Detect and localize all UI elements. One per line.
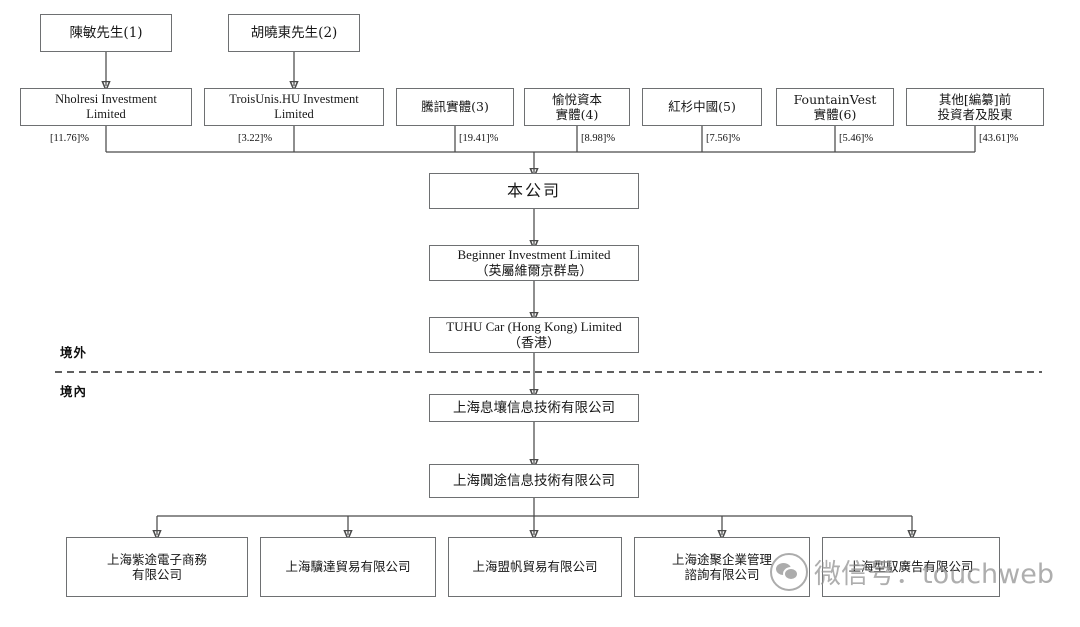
node-shanghai-xirang[interactable]: 上海息壤信息技術有限公司	[429, 394, 639, 422]
node-individual-chen-min[interactable]: 陳敏先生(1)	[40, 14, 172, 52]
zone-label-onshore: 境內	[60, 384, 88, 399]
node-tuhu-car-hk[interactable]: TUHU Car (Hong Kong) Limited （香港）	[429, 317, 639, 353]
node-beginner-investment[interactable]: Beginner Investment Limited （英屬維爾京群島）	[429, 245, 639, 281]
percent-fountainvest: [5.46]%	[839, 133, 874, 144]
node-shareholder-nholresi[interactable]: Nholresi Investment Limited	[20, 88, 192, 126]
node-individual-hu-xiaodong[interactable]: 胡曉東先生(2)	[228, 14, 360, 52]
zone-label-offshore: 境外	[60, 345, 88, 360]
percent-troisunis-hu: [3.22]%	[238, 133, 273, 144]
node-shareholder-joy-capital[interactable]: 愉悅資本 實體(4)	[524, 88, 630, 126]
node-shanghai-tuju[interactable]: 上海途聚企業管理 諮詢有限公司	[634, 537, 810, 597]
percent-joy-capital: [8.98]%	[581, 133, 616, 144]
node-shareholder-tencent[interactable]: 騰訊實體(3)	[396, 88, 514, 126]
node-shanghai-zitu[interactable]: 上海紫途電子商務 有限公司	[66, 537, 248, 597]
node-shareholder-sequoia-china[interactable]: 紅杉中國(5)	[642, 88, 762, 126]
node-shanghai-xingyu[interactable]: 上海型馭廣告有限公司	[822, 537, 1000, 597]
node-shanghai-tiantu[interactable]: 上海闐途信息技術有限公司	[429, 464, 639, 498]
node-shanghai-mengfan[interactable]: 上海盟帆貿易有限公司	[448, 537, 622, 597]
percent-nholresi: [11.76]%	[50, 133, 89, 144]
node-shanghai-jida[interactable]: 上海驥達貿易有限公司	[260, 537, 436, 597]
percent-sequoia-china: [7.56]%	[706, 133, 741, 144]
percent-other-investors: [43.61]%	[979, 133, 1019, 144]
node-shareholder-other-investors[interactable]: 其他[編纂]前 投資者及股東	[906, 88, 1044, 126]
node-shareholder-fountainvest[interactable]: FountainVest 實體(6)	[776, 88, 894, 126]
percent-tencent: [19.41]%	[459, 133, 499, 144]
node-the-company[interactable]: 本公司	[429, 173, 639, 209]
node-shareholder-troisunis-hu[interactable]: TroisUnis.HU Investment Limited	[204, 88, 384, 126]
